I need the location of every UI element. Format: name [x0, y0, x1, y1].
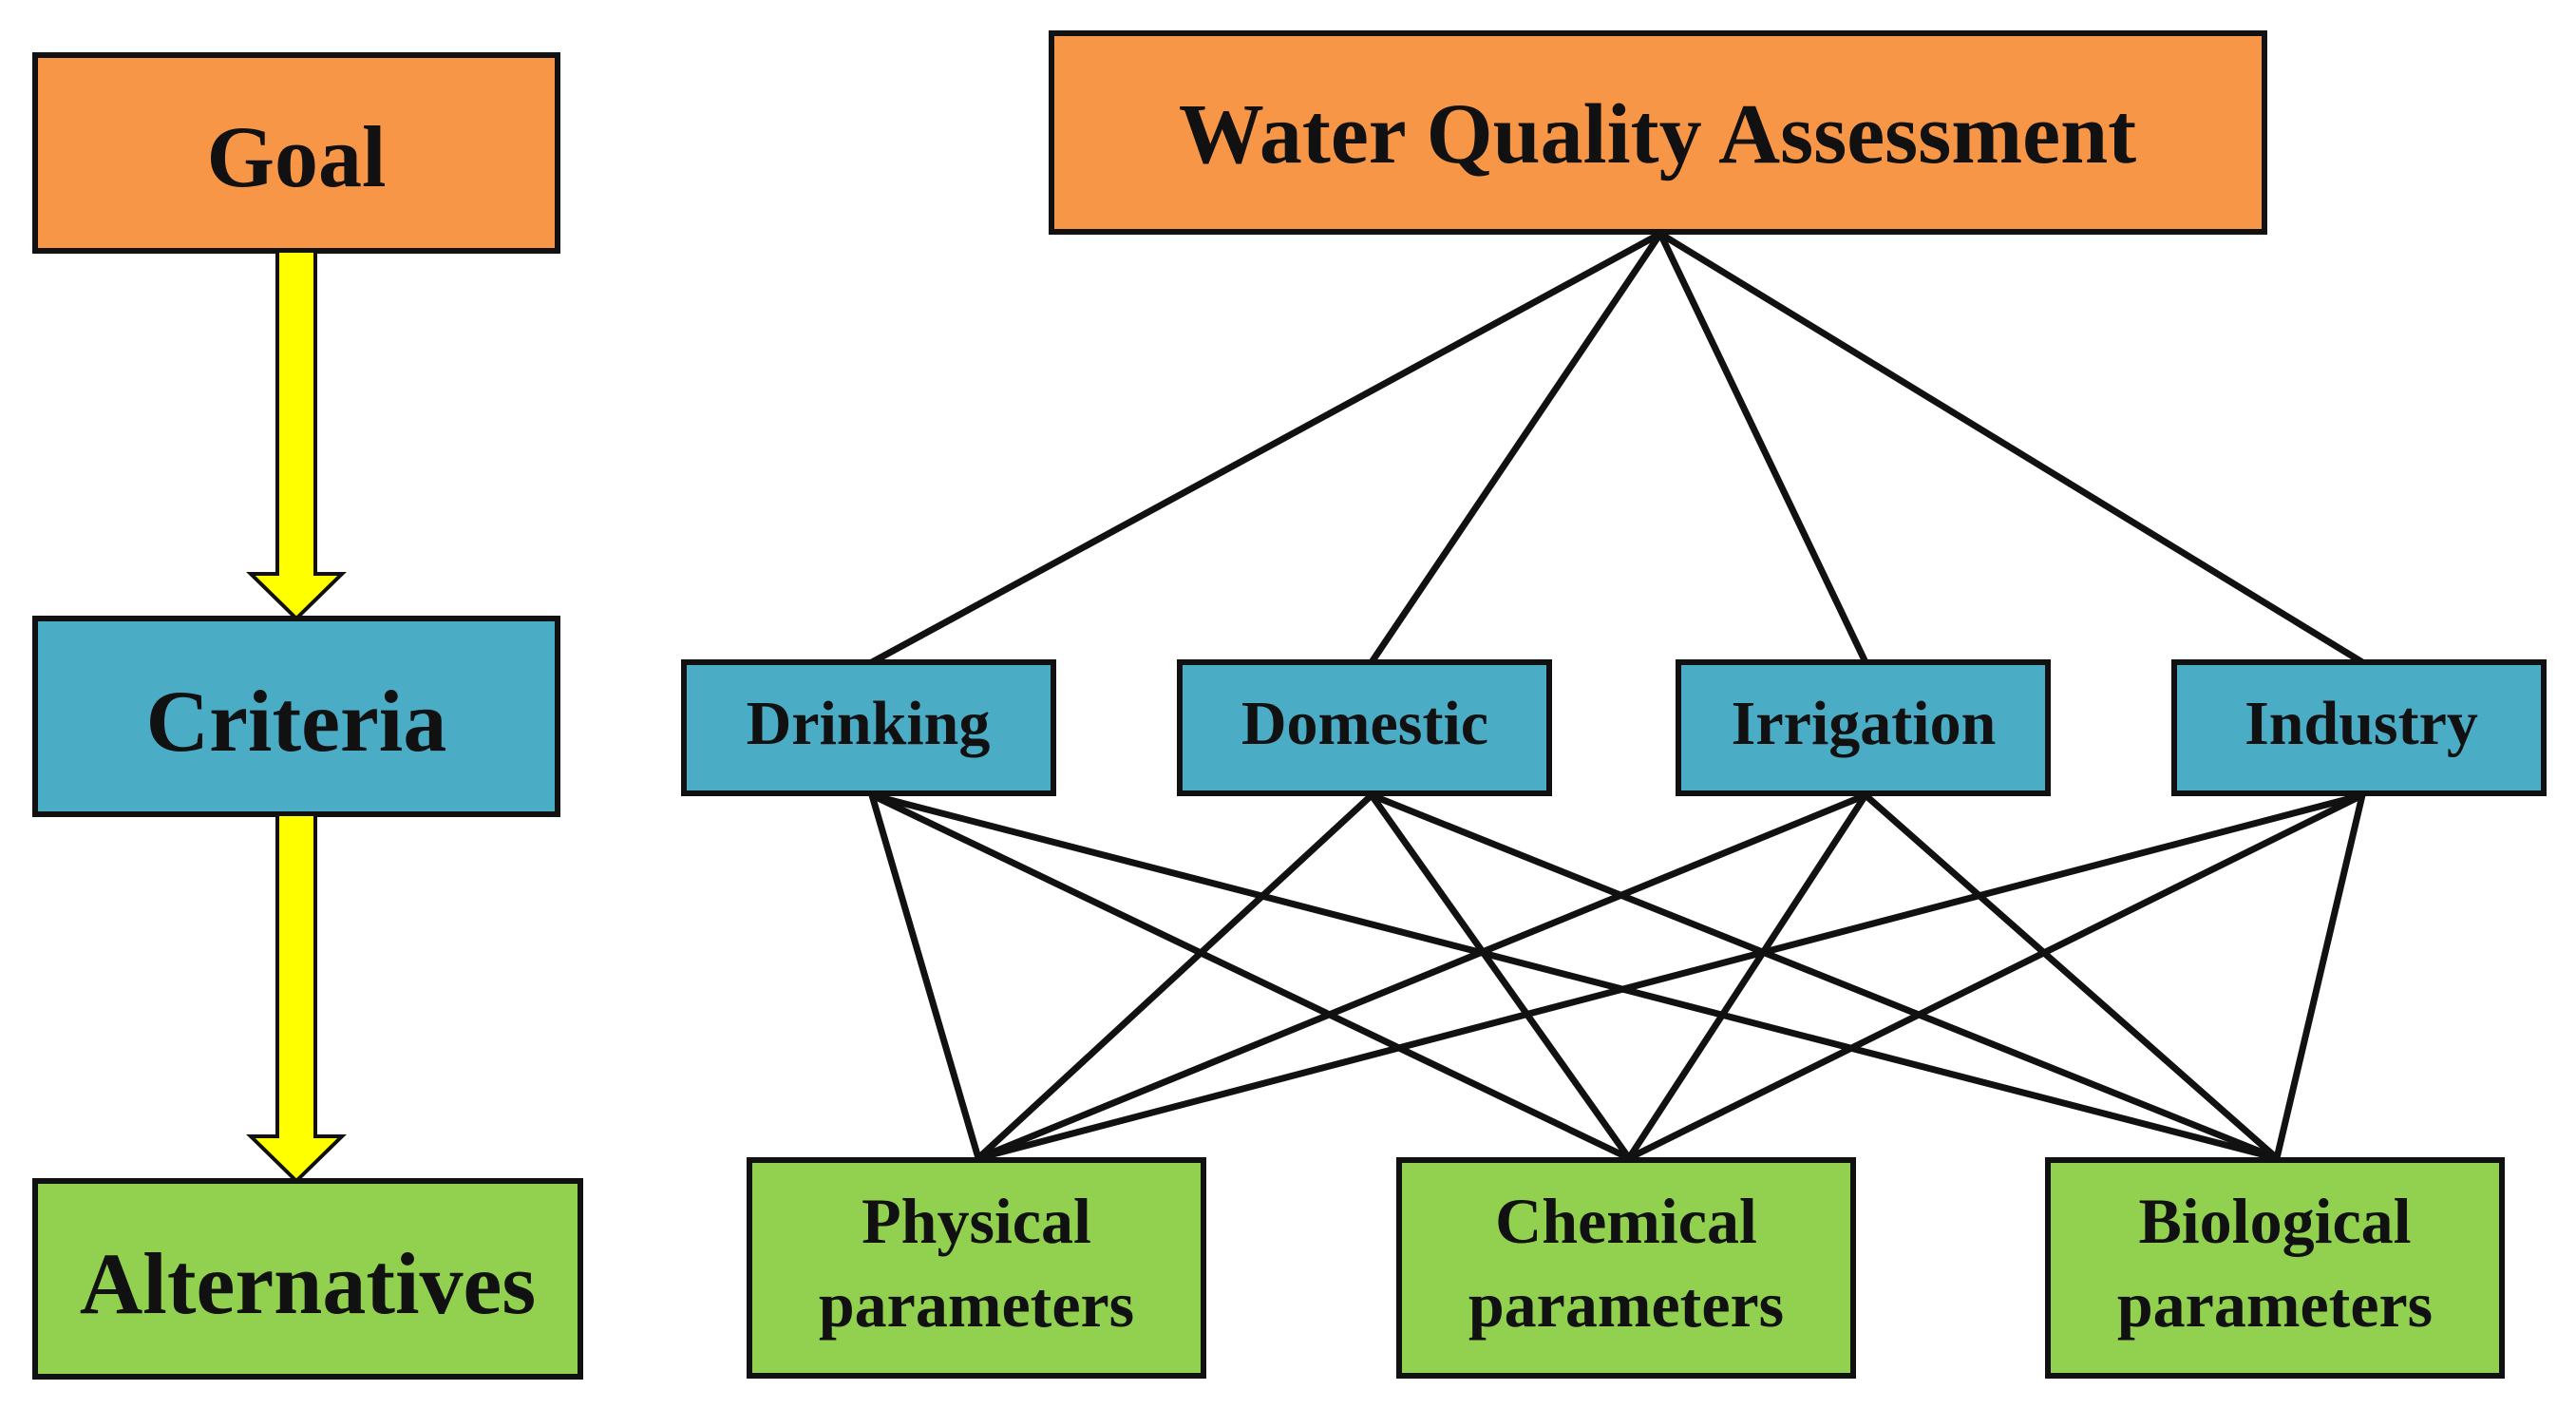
alternative-box-physical	[747, 1157, 1206, 1379]
connector-drinking-chemical	[870, 791, 1631, 1162]
connector-drinking-physical	[868, 794, 982, 1159]
connector-domestic-chemical	[1369, 792, 1632, 1161]
alternative-line1-chemical: Chemical	[1495, 1185, 1757, 1257]
goal-node: Water Quality Assessment	[1049, 30, 2267, 235]
connector-irrigation-physical	[976, 791, 1867, 1162]
goal-level-box	[32, 52, 560, 254]
criterion-label-industry: Industry	[2245, 689, 2478, 758]
connector-domestic-physical	[975, 792, 1374, 1161]
alternatives-level-label: Alternatives	[80, 1235, 536, 1332]
criterion-box-industry	[2171, 659, 2547, 796]
arrow-criteria-to-alternatives	[246, 812, 347, 1184]
arrow-goal-to-criteria	[246, 249, 347, 621]
criterion-box-domestic	[1177, 659, 1552, 796]
criterion-label-irrigation: Irrigation	[1732, 689, 1997, 758]
connector-industry-biological	[2273, 794, 2366, 1159]
connector-goal-domestic	[1369, 232, 1663, 664]
alternative-box-chemical	[1396, 1157, 1856, 1379]
connector-irrigation-biological	[1863, 792, 2280, 1161]
criteria-level-label: Criteria	[146, 673, 447, 770]
criteria-alternative-connectors	[868, 791, 2366, 1162]
goal-criteria-connectors	[870, 230, 2364, 666]
alternative-nodes: Physical parameters Chemical parameters …	[747, 1157, 2505, 1379]
goal-box	[1049, 30, 2267, 235]
goal-title: Water Quality Assessment	[1179, 87, 2136, 181]
connector-industry-physical	[977, 791, 2363, 1162]
alternative-line2-biological: parameters	[2117, 1268, 2433, 1341]
alternative-line2-chemical: parameters	[1468, 1268, 1784, 1341]
criterion-label-domestic: Domestic	[1241, 689, 1488, 758]
connector-irrigation-chemical	[1626, 793, 1868, 1160]
connector-domestic-biological	[1370, 791, 2279, 1162]
connector-goal-drinking	[870, 230, 1662, 666]
criterion-label-drinking: Drinking	[747, 689, 991, 758]
connector-drinking-biological	[871, 791, 2278, 1162]
criteria-nodes: Drinking Domestic Irrigation Industry	[681, 659, 2547, 796]
connector-goal-irrigation	[1657, 232, 1869, 664]
alternatives-level-box	[32, 1178, 583, 1380]
criterion-box-irrigation	[1676, 659, 2051, 796]
alternative-box-biological	[2045, 1157, 2505, 1379]
connector-goal-industry	[1658, 231, 2364, 665]
alternative-line1-physical: Physical	[862, 1185, 1091, 1257]
level-legend: Goal Criteria Alternatives	[32, 52, 583, 1380]
goal-level-label: Goal	[206, 108, 386, 205]
connector-industry-chemical	[1627, 791, 2364, 1162]
alternative-line1-biological: Biological	[2138, 1185, 2411, 1257]
criterion-box-drinking	[681, 659, 1056, 796]
alternative-line2-physical: parameters	[819, 1268, 1134, 1341]
